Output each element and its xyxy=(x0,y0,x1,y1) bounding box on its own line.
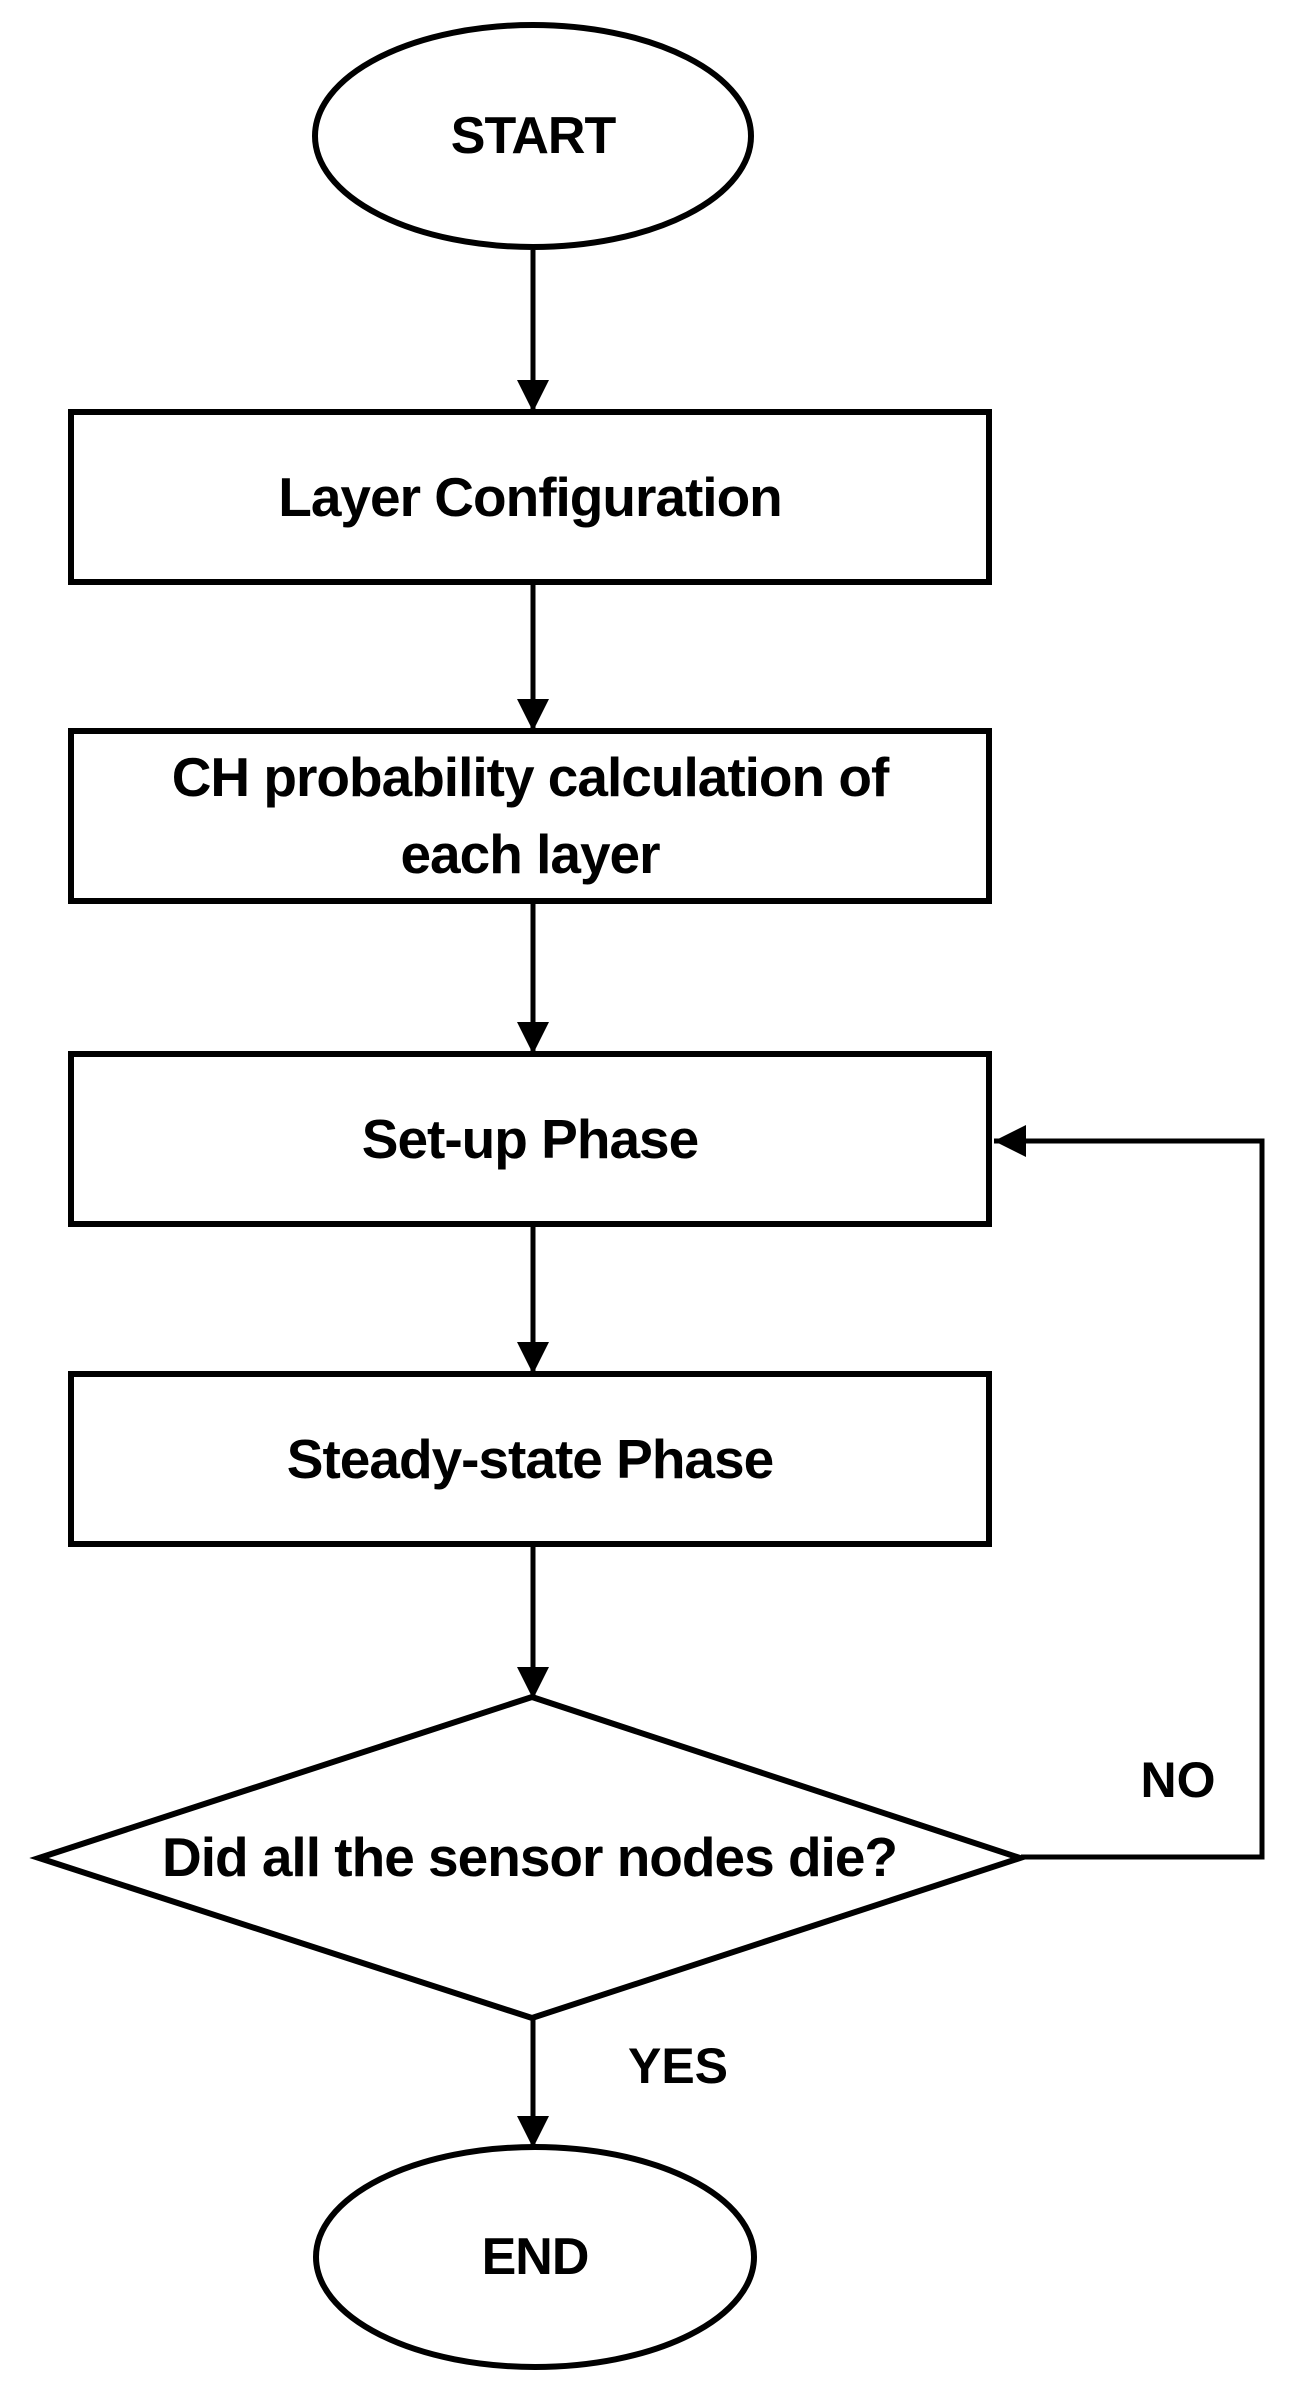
decision-diamond-shape xyxy=(29,1693,1030,2022)
layer-configuration-process-shape xyxy=(68,409,992,585)
arrow-decision-no-loop-to-setup-phase xyxy=(994,1125,1265,1860)
steady-state-phase-process-shape xyxy=(68,1371,992,1547)
start-terminator-shape xyxy=(312,22,754,250)
setup-phase-process-shape xyxy=(68,1051,992,1227)
ch-probability-process-shape xyxy=(68,728,992,904)
end-terminator-shape xyxy=(313,2144,757,2370)
